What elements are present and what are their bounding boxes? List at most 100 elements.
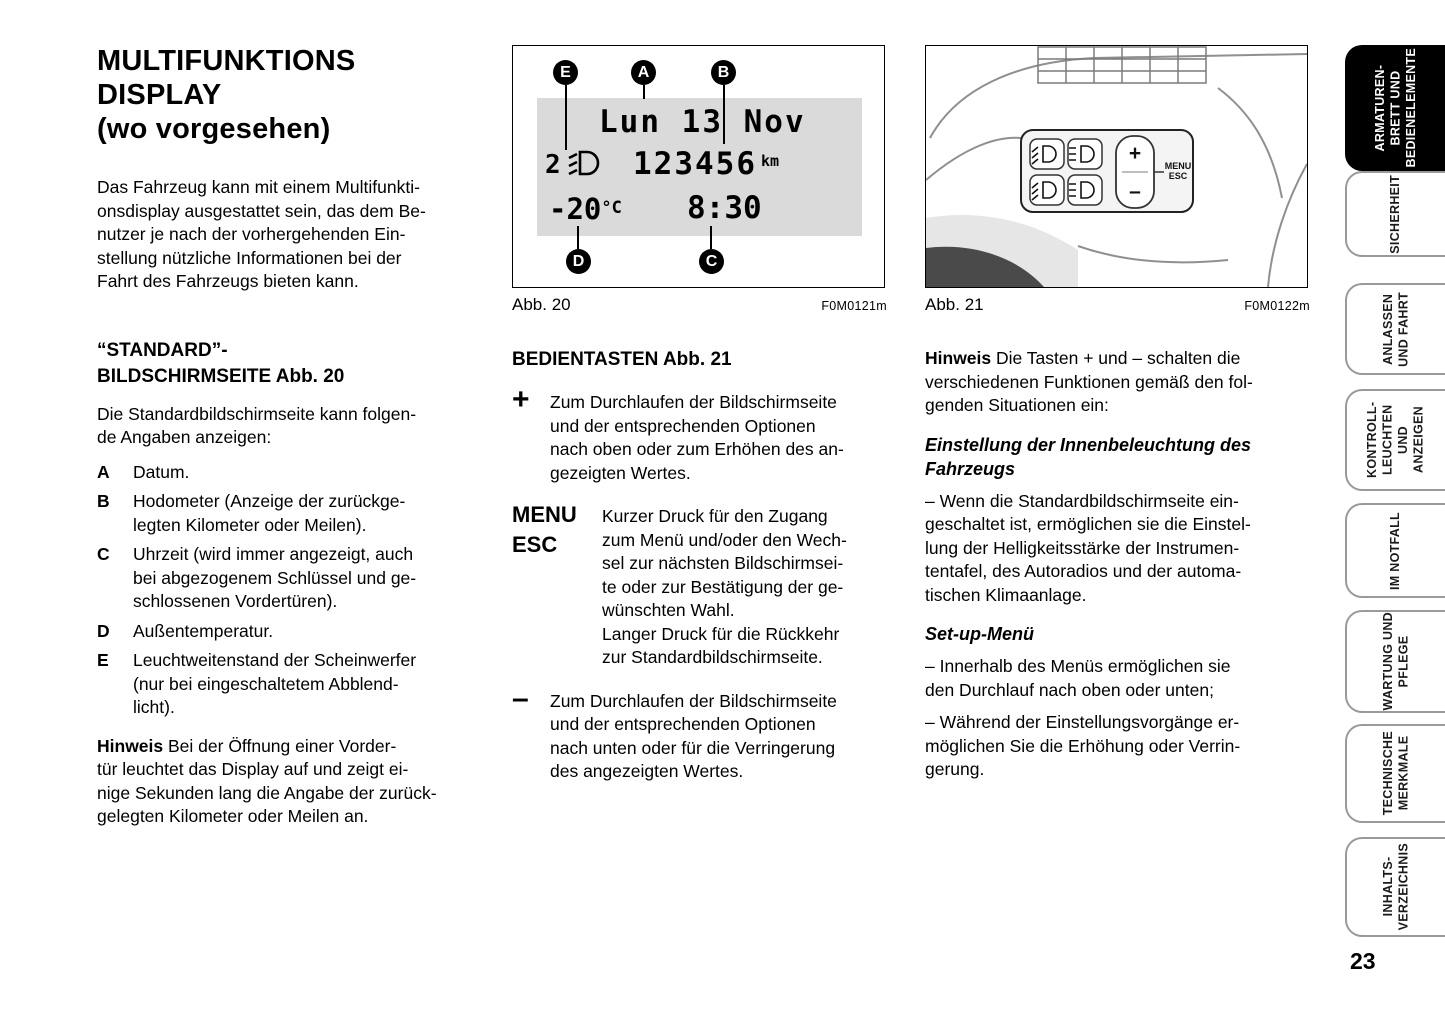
intro-paragraph: Das Fahrzeug kann mit einem Multifunkti-…: [97, 177, 426, 291]
setup-menu-heading: Set-up-Menü: [925, 624, 1034, 644]
minus-key-label: –: [1129, 180, 1141, 203]
front-fog-button: [1029, 138, 1065, 170]
callout-c: C: [699, 249, 724, 274]
callout-line: [565, 85, 567, 150]
callout-line: [710, 226, 712, 249]
note-label: Hinweis: [97, 735, 164, 756]
list-item-key: D: [97, 620, 110, 641]
plus-text: Zum Durchlaufen der Bildschirmseite und …: [550, 392, 844, 483]
menu-esc-symbol: MENU ESC: [512, 502, 577, 557]
esc-label: ESC: [1169, 171, 1188, 181]
middle-column: Lun 13 Nov 2 123456 km -20°C 8:30 E: [512, 45, 887, 784]
display-figure-box: Lun 13 Nov 2 123456 km -20°C 8:30 E: [512, 45, 885, 288]
right-column: + – MENU ESC Abb. 21 F0M0122m Hinweis Di…: [925, 45, 1310, 782]
parking-light-icon: [1069, 181, 1095, 199]
figure-caption-row: Abb. 20 F0M0121m: [512, 295, 887, 315]
tab-sicherheit[interactable]: SICHERHEIT: [1345, 171, 1445, 257]
left-column: MULTIFUNKTIONS DISPLAY (wo vorgesehen) D…: [97, 44, 497, 829]
callout-line: [643, 85, 645, 99]
menu-esc-button-description: MENU ESC Kurzer Druck für den Zugang zum…: [512, 502, 887, 670]
setup-menu-text-2: – Während der Einstellungsvorgänge er- m…: [925, 712, 1241, 779]
standard-screen-intro: Die Standardbildschirmseite kann folgen-…: [97, 403, 417, 448]
list-item-text: Uhrzeit (wird immer angezeigt, auch bei …: [133, 544, 417, 611]
list-item-b: B Hodometer (Anzeige der zurückge- legte…: [97, 490, 497, 537]
list-item-key: B: [97, 491, 110, 511]
tab-im-notfall[interactable]: IM NOTFALL: [1345, 503, 1445, 598]
list-item-text: Hodometer (Anzeige der zurückge- legten …: [133, 491, 406, 535]
display-date: Lun 13 Nov: [599, 104, 806, 140]
vent-grid-icon: [1037, 46, 1207, 84]
steering-column-shade: [926, 246, 1044, 287]
innenbeleuchtung-text: – Wenn die Standardbildschirmseite ein- …: [925, 490, 1251, 605]
figure-code: F0M0121m: [821, 299, 887, 313]
headlight-level-value: 2: [545, 150, 561, 180]
plus-symbol: +: [512, 383, 530, 416]
note-text: Bei der Öffnung einer Vorder- tür leucht…: [97, 735, 437, 827]
display-time: 8:30: [687, 190, 762, 226]
tab-kontrollleuchten-und-anzeigen[interactable]: KONTROLL- LEUCHTEN UND ANZEIGEN: [1345, 389, 1445, 491]
right-note-paragraph: Hinweis Die Tasten + und – schalten die …: [925, 347, 1310, 418]
minus-button-description: – Zum Durchlaufen der Bildschirmseite un…: [512, 681, 887, 784]
innenbeleuchtung-heading: Einstellung der Innenbeleuchtung des Fah…: [925, 434, 1252, 479]
low-beam-icon: [1031, 181, 1057, 201]
tab-wartung-und-pflege[interactable]: WARTUNG UND PFLEGE: [1345, 610, 1445, 713]
rear-fog-button: [1067, 138, 1103, 170]
section-tab-bar: ARMATUREN- BRETT UND BEDIENELEMENTE SICH…: [1343, 0, 1445, 1026]
setup-menu-text-1: – Innerhalb des Menüs ermöglichen sie de…: [925, 656, 1231, 700]
callout-d: D: [566, 249, 591, 274]
display-temperature-unit: °C: [601, 198, 622, 218]
list-item-text: Datum.: [133, 461, 190, 482]
display-items-list: A Datum. B Hodometer (Anzeige der zurück…: [97, 461, 497, 720]
figure-caption: Abb. 20: [512, 295, 571, 314]
minus-text: Zum Durchlaufen der Bildschirmseite und …: [550, 690, 837, 782]
bedientasten-heading: BEDIENTASTEN Abb. 21: [512, 349, 732, 370]
figure-caption-row: Abb. 21 F0M0122m: [925, 295, 1310, 315]
tab-anlassen-und-fahrt[interactable]: ANLASSEN UND FAHRT: [1345, 283, 1445, 375]
callout-a: A: [631, 60, 656, 85]
figure-code: F0M0122m: [1244, 299, 1310, 313]
list-item-a: A Datum.: [97, 461, 497, 485]
low-beam-button: [1029, 174, 1065, 206]
note-label: Hinweis: [925, 348, 992, 368]
note-text: Die Tasten + und – schalten die verschie…: [925, 348, 1253, 415]
callout-line: [723, 85, 725, 144]
display-odometer-unit: km: [761, 152, 780, 170]
list-item-text: Leuchtweitenstand der Scheinwerfer (nur …: [133, 650, 417, 717]
menu-esc-text: Kurzer Druck für den Zugang zum Menü und…: [602, 506, 847, 667]
tab-armaturenbrett-und-bedienelemente[interactable]: ARMATUREN- BRETT UND BEDIENELEMENTE: [1345, 45, 1445, 171]
headlight-icon: [568, 150, 600, 176]
list-item-key: A: [97, 461, 110, 482]
figure-abb21: + – MENU ESC Abb. 21 F0M0122m: [925, 45, 1310, 315]
plus-minus-rocker: + –: [1115, 135, 1155, 209]
figure-caption: Abb. 21: [925, 295, 984, 314]
tab-inhaltsverzeichnis[interactable]: INHALTS- VERZEICHNIS: [1345, 837, 1445, 937]
dashboard-controls-illustration: + – MENU ESC: [926, 46, 1307, 287]
rear-fog-icon: [1069, 145, 1095, 163]
list-item-text: Außentemperatur.: [133, 620, 274, 641]
control-panel: + – MENU ESC: [1020, 129, 1194, 213]
list-item-key: C: [97, 544, 110, 564]
list-item-key: E: [97, 650, 109, 670]
callout-line: [577, 226, 579, 249]
list-item-e: E Leuchtweitenstand der Scheinwerfer (nu…: [97, 649, 497, 720]
callout-e: E: [553, 60, 578, 85]
menu-label: MENU: [1165, 161, 1192, 171]
callout-b: B: [711, 60, 736, 85]
multifunction-display: Lun 13 Nov 2 123456 km -20°C 8:30: [537, 98, 862, 236]
front-fog-icon: [1031, 145, 1057, 165]
page-title: MULTIFUNKTIONS DISPLAY (wo vorgesehen): [97, 45, 356, 145]
display-temperature: -20°C: [549, 192, 622, 226]
display-odometer: 123456: [633, 146, 757, 182]
standard-screen-heading: “STANDARD”- BILDSCHIRMSEITE Abb. 20: [97, 339, 345, 387]
controls-figure-box: + – MENU ESC: [925, 45, 1308, 288]
figure-abb20: Lun 13 Nov 2 123456 km -20°C 8:30 E: [512, 45, 887, 315]
page-number: 23: [1350, 948, 1376, 974]
parking-light-button: [1067, 174, 1103, 206]
list-item-d: D Außentemperatur.: [97, 620, 497, 644]
plus-button-description: + Zum Durchlaufen der Bildschirmseite un…: [512, 383, 887, 485]
tab-technische-merkmale[interactable]: TECHNISCHE MERKMALE: [1345, 724, 1445, 823]
plus-key-label: +: [1129, 142, 1141, 165]
list-item-c: C Uhrzeit (wird immer angezeigt, auch be…: [97, 543, 497, 614]
minus-symbol: –: [512, 681, 529, 715]
note-paragraph: Hinweis Bei der Öffnung einer Vorder- tü…: [97, 735, 497, 829]
